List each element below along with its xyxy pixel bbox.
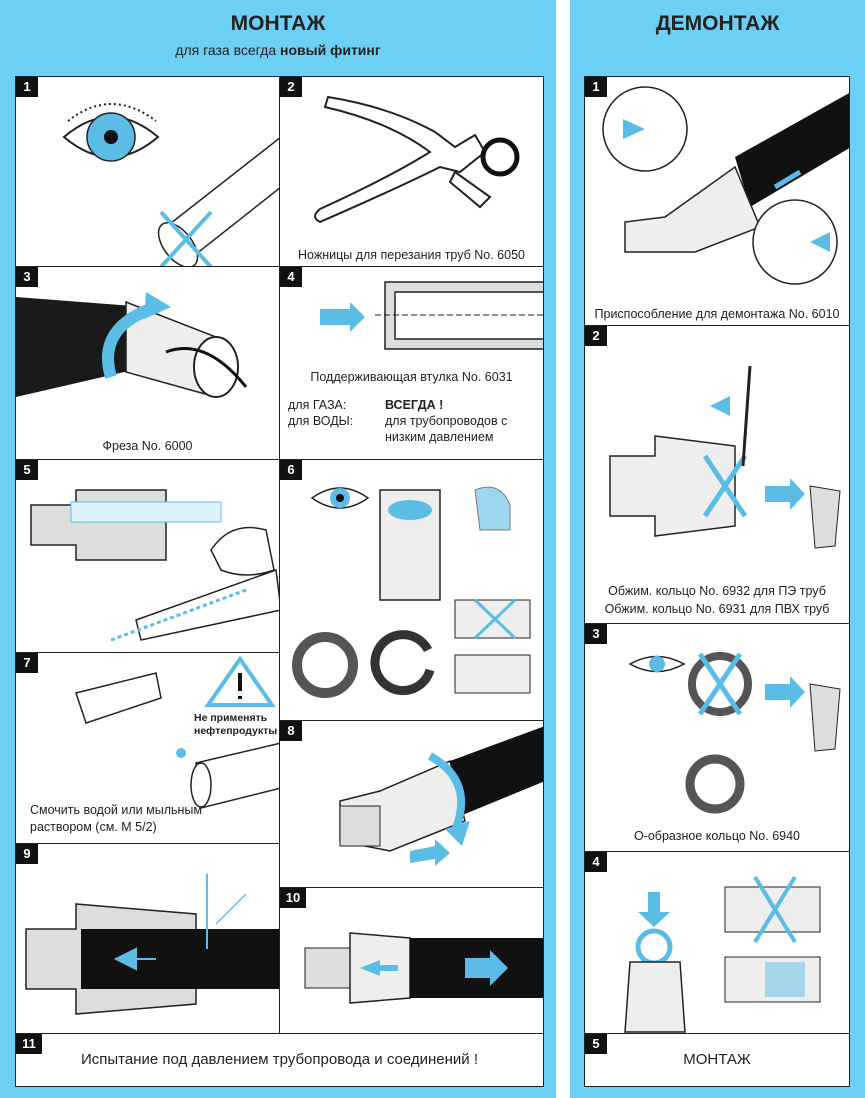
- step-10-panel: 10: [279, 887, 544, 1034]
- demontage-step-1-caption: Приспособление для демонтажа No. 6010: [594, 307, 840, 321]
- insert-new-ring-illustration: [624, 875, 821, 1033]
- step-1-panel: 1: [15, 76, 280, 267]
- demontage-step-2-caption-1: Обжим. кольцо No. 6932 для ПЭ труб: [608, 584, 826, 598]
- step-3-caption: Фреза No. 6000: [102, 439, 193, 453]
- step-number: 1: [16, 77, 38, 97]
- gas-label: для ГАЗА:: [288, 398, 347, 412]
- step-4-caption: Поддерживающая втулка No. 6031: [310, 370, 513, 384]
- subtitle-bold: новый фитинг: [280, 42, 381, 58]
- step-5-panel: 5: [15, 459, 280, 653]
- step-number: 2: [585, 326, 607, 346]
- water-label: для ВОДЫ:: [288, 414, 354, 428]
- demontage-step-3-panel: 3 O-образное кольцо No. 6940: [584, 623, 850, 852]
- remove-clamp-ring-illustration: [609, 365, 841, 549]
- step-number: 4: [585, 852, 607, 872]
- step-number: 9: [16, 844, 38, 864]
- demontage-step-5-panel: 5 МОНТАЖ: [584, 1033, 850, 1087]
- step-7-caption-1: Смочить водой или мыльным: [30, 803, 202, 817]
- step-number: 7: [16, 653, 38, 673]
- deburring-tool-illustration: [16, 292, 248, 398]
- step-8-panel: 8: [279, 720, 544, 888]
- trash-bin-icon: [809, 683, 841, 752]
- step-number: 5: [585, 1034, 607, 1054]
- step-number: 3: [16, 267, 38, 287]
- warning-icon: [204, 655, 276, 707]
- montage-column: МОНТАЖ для газа всегда новый фитинг 1 2 …: [0, 0, 556, 1098]
- demontage-step-2-panel: 2 Обжим. кольцо No. 6932 для ПЭ труб Обж…: [584, 325, 850, 624]
- step-7-caption-2: раствором (см. М 5/2): [30, 820, 157, 834]
- demontage-column: ДЕМОНТАЖ 1 Приспособление для демонтажа …: [570, 0, 865, 1098]
- subtitle-prefix: для газа всегда: [175, 42, 281, 58]
- tightening-illustration: [339, 726, 543, 866]
- demontage-step-5-caption: МОНТАЖ: [683, 1051, 751, 1068]
- step-number: 1: [585, 77, 607, 97]
- low-pressure-line-1: для трубопроводов с: [385, 414, 508, 428]
- montage-title: МОНТАЖ: [230, 12, 326, 35]
- step-number: 8: [280, 721, 302, 741]
- step-7-panel: 7 Не применять нефтепродукты Смочить вод…: [15, 652, 280, 844]
- warning-line-2: нефтепродукты: [194, 725, 278, 737]
- support-sleeve-illustration: [320, 281, 543, 350]
- step-11-caption: Испытание под давлением трубопровода и с…: [81, 1051, 478, 1068]
- remove-o-ring-illustration: [628, 652, 841, 814]
- step-2-panel: 2 Ножницы для перезания труб No. 6050: [279, 76, 544, 267]
- demontage-step-2-caption-2: Обжим. кольцо No. 6931 для ПВХ труб: [604, 602, 830, 616]
- warning-line-1: Не применять: [194, 712, 268, 724]
- step-4-panel: 4 Поддерживающая втулка No. 6031 для ГАЗ…: [279, 266, 544, 460]
- always-label: ВСЕГДА !: [385, 398, 444, 412]
- step-3-panel: 3 Фреза No. 6000: [15, 266, 280, 460]
- demontage-step-1-panel: 1 Приспособление для демонтажа No. 6010: [584, 76, 850, 326]
- step-number: 3: [585, 624, 607, 644]
- step-number: 11: [16, 1034, 42, 1054]
- montage-subtitle: для газа всегда новый фитинг: [0, 42, 556, 58]
- step-number: 10: [280, 888, 306, 908]
- demontage-title: ДЕМОНТАЖ: [655, 12, 780, 35]
- step-6-panel: 6: [279, 459, 544, 721]
- step-number: 5: [16, 460, 38, 480]
- pull-test-illustration: [304, 932, 543, 1004]
- step-number: 2: [280, 77, 302, 97]
- step-number: 4: [280, 267, 302, 287]
- step-9-panel: 9: [15, 843, 280, 1034]
- step-2-caption: Ножницы для перезания труб No. 6050: [298, 248, 525, 262]
- wet-pipe-illustration: [75, 655, 279, 809]
- trash-bin-icon: [809, 485, 841, 549]
- push-pipe-illustration: [25, 874, 279, 1015]
- insertion-depth-illustration: [30, 489, 279, 642]
- demontage-step-3-caption: O-образное кольцо No. 6940: [633, 829, 801, 843]
- step-11-panel: 11 Испытание под давлением трубопровода …: [15, 1033, 544, 1087]
- eye-and-pipe-illustration: [62, 103, 279, 266]
- step-number: 6: [280, 460, 302, 480]
- pipe-cutter-icon: [314, 95, 520, 224]
- demount-tool-illustration: [602, 86, 849, 285]
- low-pressure-line-2: низким давлением: [385, 430, 494, 444]
- inspect-fitting-illustration: [292, 486, 531, 698]
- demontage-step-4-panel: 4: [584, 851, 850, 1034]
